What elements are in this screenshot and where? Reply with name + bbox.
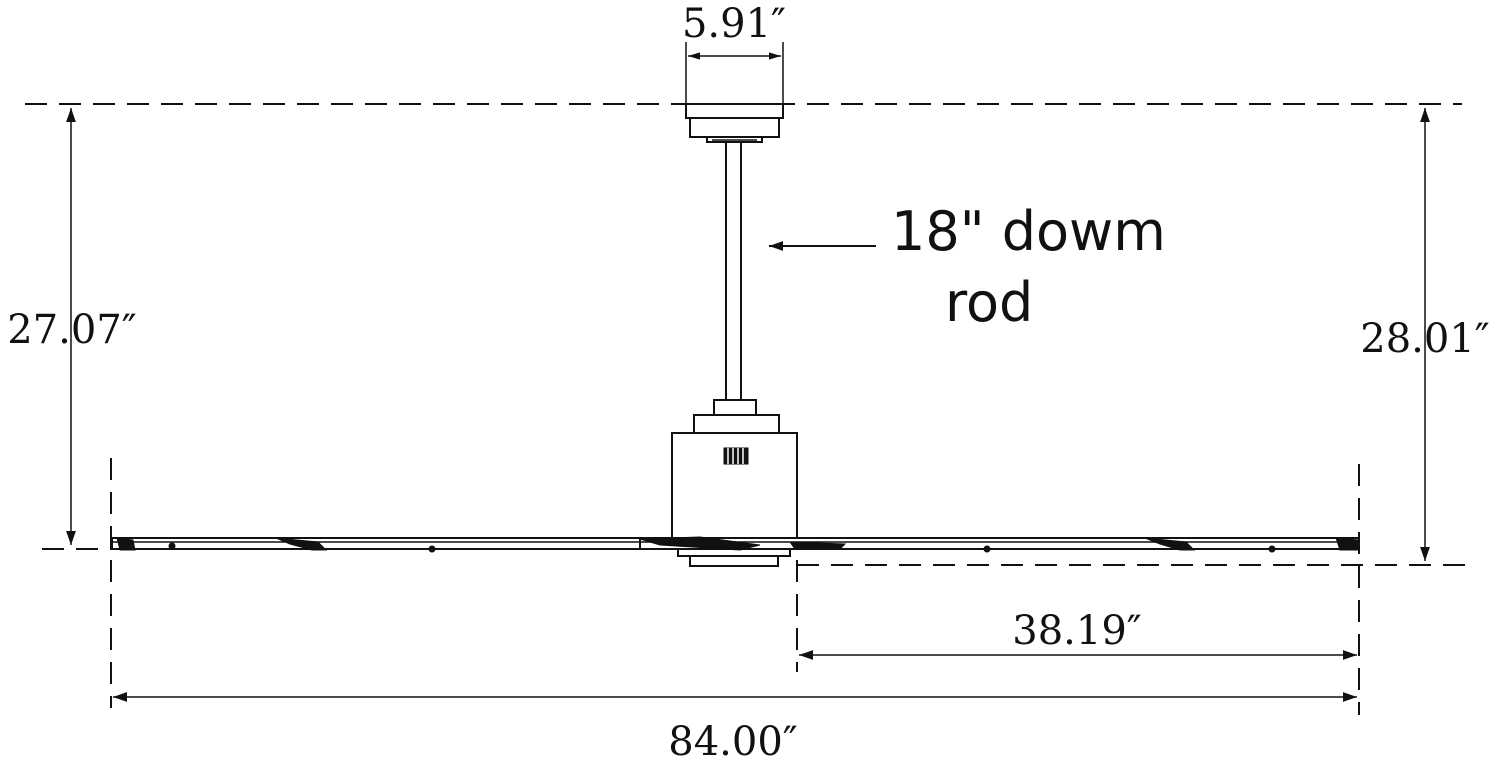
canopy	[685, 103, 784, 143]
left-blade	[111, 537, 701, 553]
right-height-label: 28.01″	[1360, 316, 1489, 362]
downrod-callout-line2: rod	[945, 271, 1033, 334]
vent-grille-icon	[723, 447, 749, 465]
right-blade	[639, 536, 1360, 553]
downrod-callout-line1: 18" dowm	[891, 200, 1166, 263]
left-height-label: 27.07″	[7, 307, 136, 353]
blade-radius-label: 38.19″	[1012, 608, 1141, 654]
downrod	[725, 141, 742, 401]
canopy-width-label: 5.91″	[682, 1, 786, 47]
motor-housing	[671, 399, 798, 567]
overall-span-label: 84.00″	[668, 719, 797, 759]
